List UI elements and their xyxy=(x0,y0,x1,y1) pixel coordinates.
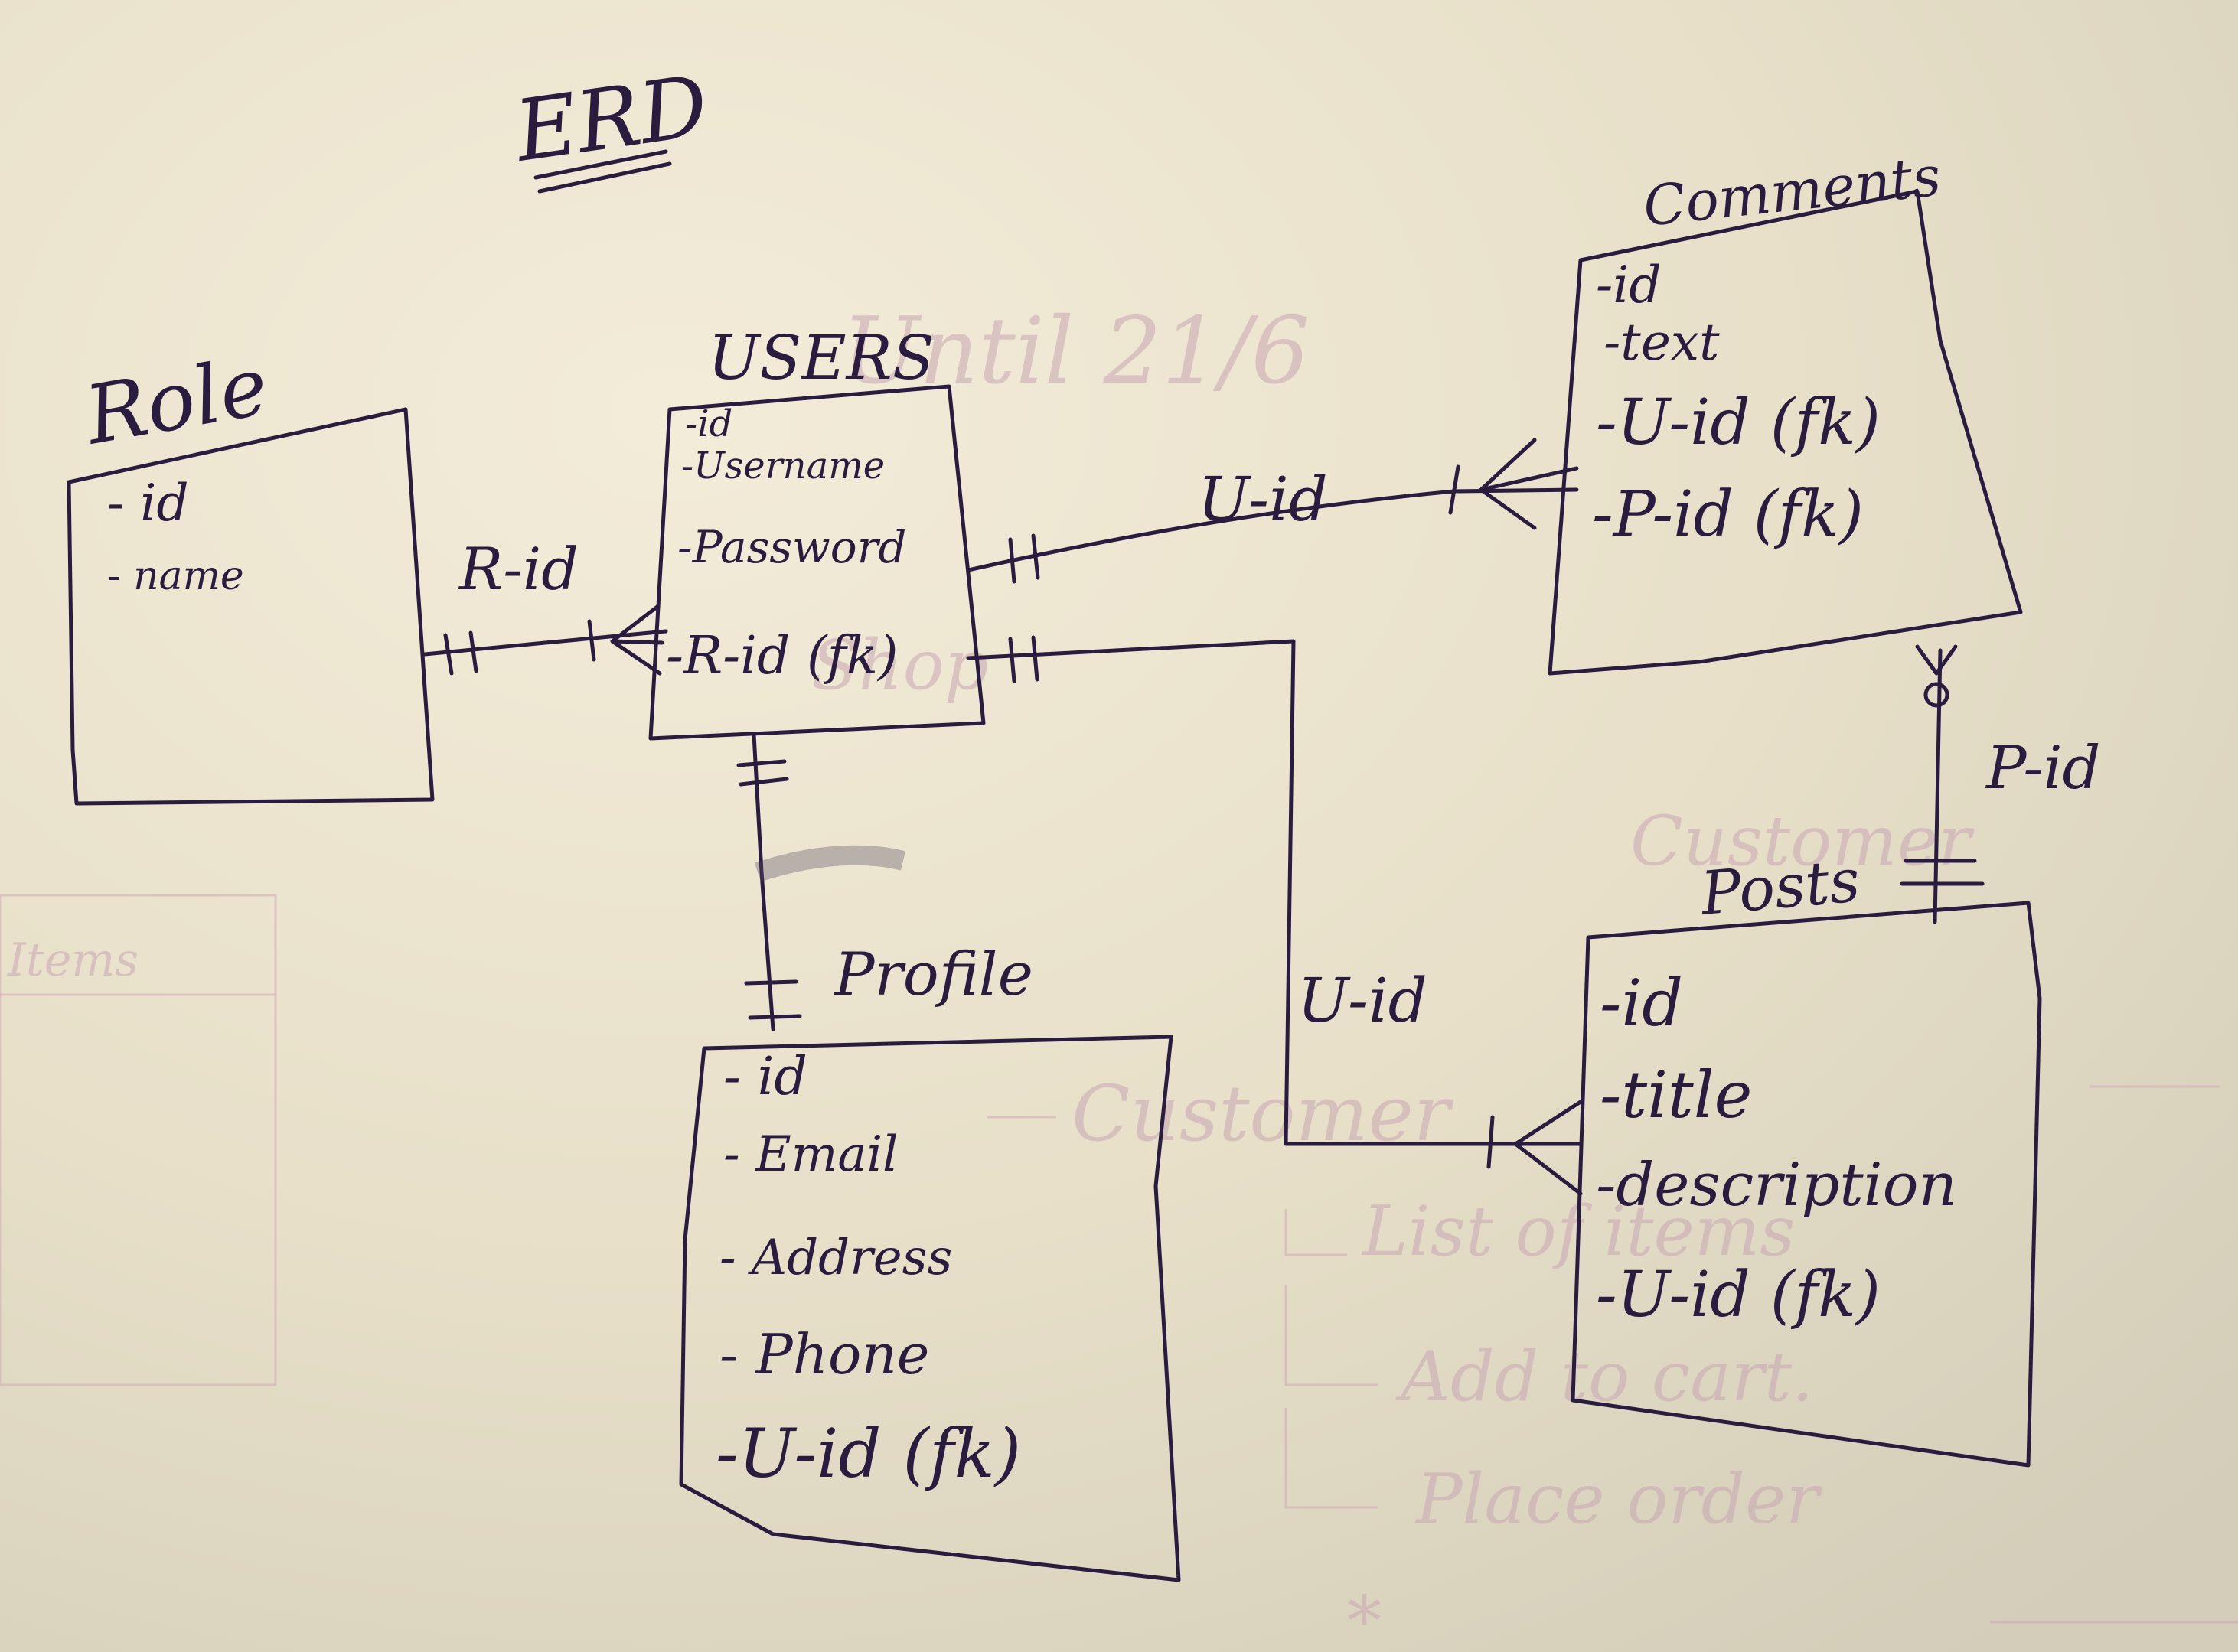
ghost-arrow-3 xyxy=(1284,1408,1378,1509)
profile-field-uid: -U-id (fk) xyxy=(716,1414,1021,1493)
rel-posts-comments-line xyxy=(1933,648,1943,924)
title-underline-2 xyxy=(537,161,672,194)
ghost-items-box xyxy=(0,894,277,1386)
rel-users-one-mark-2 xyxy=(1008,533,1040,584)
role-field-name: - name xyxy=(107,553,244,599)
posts-box xyxy=(1571,901,2042,1468)
users-field-username: -Username xyxy=(681,445,885,487)
rel-users-one-mark xyxy=(587,619,596,662)
entity-comments: Comments -id -text -U-id (fk) -P-id (fk) xyxy=(1548,144,2023,676)
profile-field-address: - Address xyxy=(719,1230,952,1286)
users-box xyxy=(648,384,986,741)
profile-field-id: - id xyxy=(723,1047,807,1107)
rel-users-many-mark xyxy=(610,604,664,676)
profile-box xyxy=(679,1035,1181,1582)
rel-users-comments-label: U-id xyxy=(1198,464,1328,535)
rel-role-users-line xyxy=(422,629,668,657)
ghost-text-place-order: Place order xyxy=(1414,1459,1822,1540)
ghost-text-items: Items xyxy=(7,934,139,987)
ghost-arrow-1 xyxy=(1284,1209,1347,1256)
comments-field-pid: -P-id (fk) xyxy=(1592,478,1864,551)
profile-name: Profile xyxy=(833,940,1033,1009)
rel-users-profile-bottom-mark xyxy=(744,979,802,1020)
rel-users-profile-top-mark xyxy=(736,759,789,787)
rel-role-users-label: R-id xyxy=(458,535,579,603)
relationship-role-users: R-id xyxy=(422,535,668,676)
rel-comments-zero-mark xyxy=(1923,682,1949,708)
profile-field-phone: - Phone xyxy=(719,1322,929,1386)
role-field-id: - id xyxy=(107,474,189,533)
comments-field-id: -id xyxy=(1596,256,1662,314)
ghost-text-shop: Shop xyxy=(811,625,988,705)
rel-users-comments-line xyxy=(966,487,1579,572)
role-box xyxy=(67,407,435,806)
title-underline-1 xyxy=(533,149,668,180)
users-field-password: -Password xyxy=(677,521,907,573)
rel-users-posts-label: U-id xyxy=(1297,965,1427,1036)
comments-field-text: -text xyxy=(1603,313,1720,372)
rel-users-posts-line xyxy=(966,639,1583,1146)
rel-comments-crow-mark xyxy=(1915,644,1958,676)
posts-field-title: -title xyxy=(1600,1057,1752,1132)
rel-posts-one-mark xyxy=(1486,1115,1495,1169)
relationship-users-posts: U-id xyxy=(966,635,1583,1196)
ghost-text-customer: Customer xyxy=(1630,801,1975,881)
comments-field-uid: -U-id (fk) xyxy=(1596,386,1881,459)
posts-field-description: -description xyxy=(1596,1151,1957,1220)
users-field-rid: -R-id (fk) xyxy=(666,626,898,686)
profile-field-email: - Email xyxy=(723,1126,898,1183)
ghost-arrow-2 xyxy=(1284,1285,1378,1386)
rel-posts-comments-label: P-id xyxy=(1985,734,2100,803)
posts-name: Posts xyxy=(1697,846,1863,929)
relationship-users-comments: U-id xyxy=(966,438,1579,584)
users-field-id: -id xyxy=(685,402,732,445)
posts-field-id: -id xyxy=(1600,966,1683,1041)
erased-smudge xyxy=(754,845,906,882)
relationship-users-profile xyxy=(736,732,906,1031)
users-name: USERS xyxy=(708,322,935,393)
relationship-posts-comments: P-id xyxy=(1900,644,2100,924)
ghost-text-asterisk: * xyxy=(1347,1582,1382,1652)
entity-users: USERS -id -Username -Password -R-id (fk) xyxy=(648,322,986,741)
rel-posts-many-mark xyxy=(1513,1100,1583,1196)
rel-users-one-mark-3 xyxy=(1008,635,1039,683)
comments-box xyxy=(1548,189,2023,676)
entity-profile: Profile - id - Email - Address - Phone -… xyxy=(679,940,1181,1582)
entity-posts: Posts -id -title -description -U-id (fk) xyxy=(1571,846,2042,1468)
rel-users-profile-line xyxy=(752,732,775,1031)
rel-posts-one-mark-2 xyxy=(1900,859,1985,886)
posts-field-uid: -U-id (fk) xyxy=(1596,1259,1881,1331)
rel-comments-one-mark xyxy=(1448,464,1460,515)
rel-role-one-mark xyxy=(443,630,478,676)
rel-comments-many-mark xyxy=(1479,438,1579,530)
